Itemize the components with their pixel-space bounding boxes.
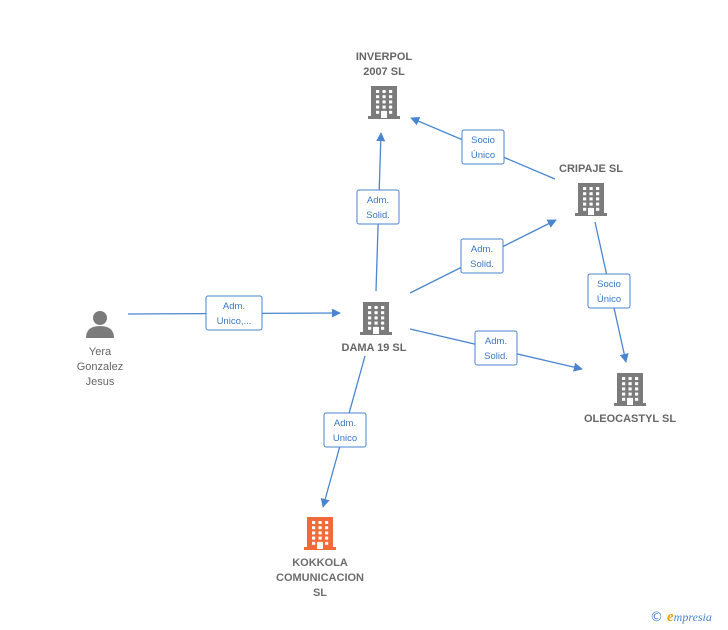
- node-dama19[interactable]: DAMA 19 SL: [342, 302, 407, 354]
- building-icon: [368, 86, 400, 119]
- edge-labels-layer: Adm. Unico,... Adm. Solid. Adm. Solid. Adm. Sol…: [205, 129, 631, 448]
- edge-label-text: Adm.: [485, 336, 507, 347]
- edge-label-box: [205, 295, 263, 331]
- node-label-yera: Gonzalez: [77, 361, 123, 373]
- edge-label-text: Socio: [597, 279, 621, 290]
- building-icon: [360, 302, 392, 335]
- edge-label-dama19-to-inverpol[interactable]: Adm. Solid.: [356, 189, 400, 225]
- node-kokkola[interactable]: KOKKOLA COMUNICACION SL: [276, 517, 364, 599]
- edge-label-box: [323, 412, 367, 448]
- brand-initial: e: [667, 608, 674, 625]
- edge-label-text: Adm.: [334, 418, 356, 429]
- node-label-inverpol: INVERPOL: [356, 51, 413, 63]
- edge-label-box: [460, 238, 504, 274]
- copyright-icon: ©: [650, 609, 663, 625]
- node-label-yera: Yera: [89, 346, 112, 358]
- building-icon: [304, 517, 336, 550]
- nodes-layer: INVERPOL 2007 SL CRIPAJE SL DAMA 19 SL OLEOC…: [77, 51, 677, 599]
- edge-label-box: [356, 189, 400, 225]
- edge-label-text: Solid.: [470, 259, 494, 270]
- edge-label-text: Adm.: [471, 244, 493, 255]
- edge-label-text: Unico: [333, 433, 357, 444]
- edge-label-text: Adm.: [367, 195, 389, 206]
- brand-name: mpresia: [673, 609, 712, 624]
- edge-label-text: Único: [471, 150, 495, 161]
- edge-label-text: Solid.: [366, 210, 390, 221]
- node-label-kokkola: COMUNICACION: [276, 572, 364, 584]
- node-oleocastyl[interactable]: OLEOCASTYL SL: [584, 373, 676, 425]
- node-cripaje[interactable]: CRIPAJE SL: [559, 163, 623, 216]
- edge-label-yera-to-dama19[interactable]: Adm. Unico,...: [205, 295, 263, 331]
- node-label-oleocastyl: OLEOCASTYL SL: [584, 413, 676, 425]
- edge-label-box: [474, 330, 518, 366]
- edge-label-box: [587, 273, 631, 309]
- edge-label-text: Socio: [471, 135, 495, 146]
- edge-label-text: Unico,...: [217, 316, 252, 327]
- empresia-brand[interactable]: © empresia: [650, 608, 712, 626]
- node-label-dama19: DAMA 19 SL: [342, 342, 407, 354]
- building-icon: [575, 183, 607, 216]
- node-label-yera: Jesus: [86, 376, 115, 388]
- person-icon: [86, 311, 114, 338]
- edge-label-dama19-to-oleocastyl[interactable]: Adm. Solid.: [474, 330, 518, 366]
- building-icon: [614, 373, 646, 406]
- node-label-inverpol: 2007 SL: [363, 66, 405, 78]
- edge-label-text: Único: [597, 294, 621, 305]
- edge-label-text: Adm.: [223, 301, 245, 312]
- node-inverpol[interactable]: INVERPOL 2007 SL: [356, 51, 413, 119]
- edge-label-text: Solid.: [484, 351, 508, 362]
- node-label-kokkola: KOKKOLA: [292, 557, 348, 569]
- edge-label-dama19-to-kokkola[interactable]: Adm. Unico: [323, 412, 367, 448]
- edge-label-dama19-to-cripaje[interactable]: Adm. Solid.: [460, 238, 504, 274]
- node-label-kokkola: SL: [313, 587, 327, 599]
- edge-label-box: [461, 129, 505, 165]
- node-label-cripaje: CRIPAJE SL: [559, 163, 623, 175]
